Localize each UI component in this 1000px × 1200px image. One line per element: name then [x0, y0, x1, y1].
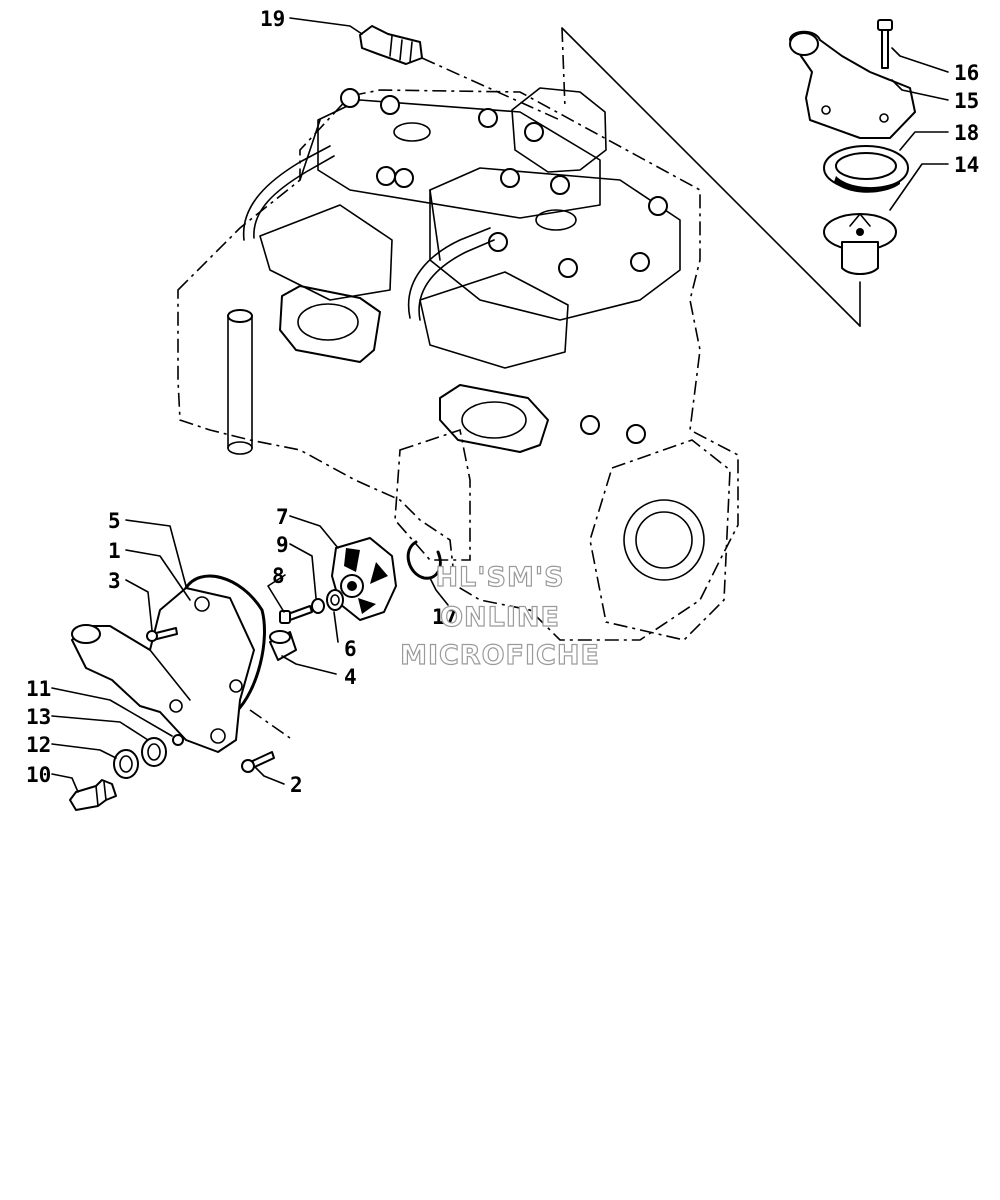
- callout-9: 9: [276, 533, 289, 557]
- callout-12: 12: [26, 733, 51, 757]
- part-19-sensor: [359, 25, 423, 65]
- callout-19: 19: [260, 7, 285, 31]
- part-16-bolt: [877, 19, 893, 69]
- callout-leaders: [51, 17, 949, 793]
- part-1-pump-cover: [71, 587, 255, 753]
- watermark-line-2: ONLINE: [440, 602, 560, 633]
- callout-4: 4: [344, 665, 357, 689]
- callout-labels: 19 16 15 18 14 5 1 3 7 9 8 6 4 17 11 13 …: [26, 7, 979, 797]
- callout-3: 3: [108, 569, 121, 593]
- head-bolts: [340, 88, 668, 444]
- callout-6: 6: [344, 637, 357, 661]
- callout-2: 2: [290, 773, 303, 797]
- assembly-lines: [249, 27, 861, 739]
- part-4-bushing: [269, 630, 297, 661]
- part-5-pump-gasket: [184, 574, 266, 714]
- engine-block-outline: [177, 87, 739, 641]
- part-12-oring: [113, 749, 139, 779]
- part-13-washer: [141, 737, 167, 767]
- part-14-thermostat: [823, 213, 897, 275]
- callout-18: 18: [954, 121, 979, 145]
- part-3-screw: [146, 627, 178, 642]
- part-9-washer: [311, 598, 325, 614]
- callout-11: 11: [26, 677, 51, 701]
- part-15-thermostat-housing: [789, 30, 916, 139]
- watermark-line-1: HL'SM'S: [435, 562, 564, 593]
- callout-14: 14: [954, 153, 979, 177]
- callout-16: 16: [954, 61, 979, 85]
- callout-7: 7: [276, 505, 289, 529]
- callout-8: 8: [272, 564, 285, 588]
- callout-10: 10: [26, 763, 51, 787]
- part-7-impeller: [331, 537, 397, 621]
- callout-1: 1: [108, 539, 121, 563]
- part-17-snap-ring: [406, 540, 442, 580]
- callout-5: 5: [108, 509, 121, 533]
- callout-17: 17: [432, 605, 457, 629]
- part-10-drain-plug: [69, 779, 117, 811]
- part-8-bolt: [279, 605, 313, 624]
- callout-13: 13: [26, 705, 51, 729]
- watermark: HL'SM'S ONLINE MICROFICHE: [399, 561, 600, 671]
- part-11-seal: [172, 734, 184, 746]
- part-6-seal: [326, 589, 344, 611]
- watermark-line-3: MICROFICHE: [400, 640, 600, 671]
- part-18-gasket: [823, 145, 909, 193]
- callout-15: 15: [954, 89, 979, 113]
